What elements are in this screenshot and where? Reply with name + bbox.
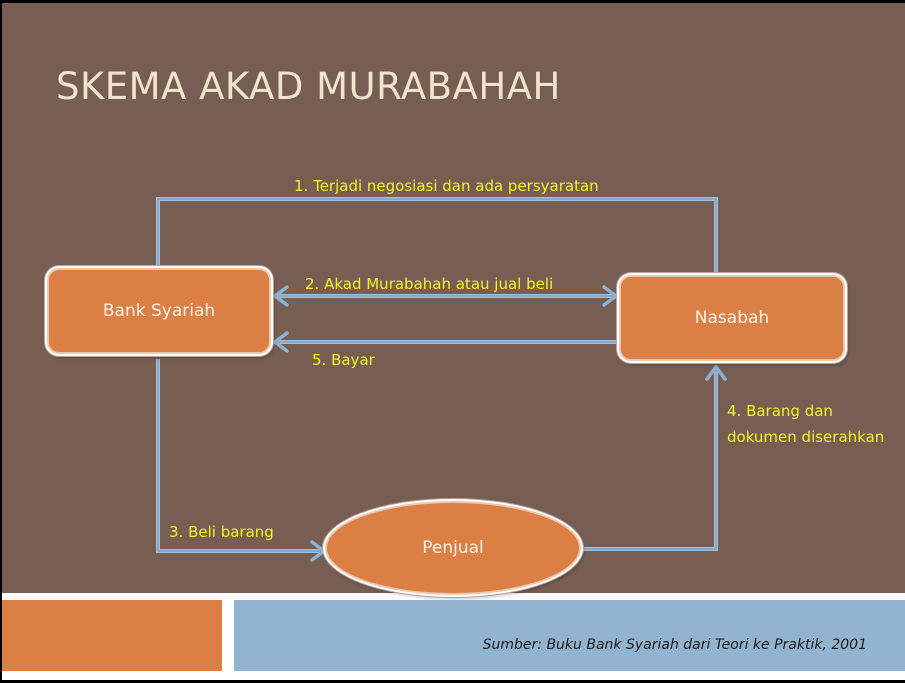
- node-bank-syariah: Bank Syariah: [47, 268, 271, 354]
- node-penjual-label: Penjual: [422, 538, 484, 558]
- edge-3-label: 3. Beli barang: [169, 523, 274, 541]
- edge-3-beli-barang: [156, 359, 326, 562]
- edge-1-label: 1. Terjadi negosiasi dan ada persyaratan: [294, 177, 599, 195]
- node-nasabah-label: Nasabah: [694, 308, 770, 328]
- diagram-connectors: [156, 197, 727, 562]
- edge-1-negosiasi: [156, 197, 718, 273]
- footer-orange-block: [2, 600, 222, 671]
- edge-5-bayar: [273, 331, 618, 353]
- edge-2-label: 2. Akad Murabahah atau jual beli: [305, 275, 554, 293]
- edge-4-barang-diserahkan: [582, 365, 727, 551]
- edge-5-label: 5. Bayar: [312, 351, 375, 369]
- source-citation: Sumber: Buku Bank Syariah dari Teori ke …: [482, 637, 867, 653]
- node-penjual: Penjual: [325, 501, 581, 595]
- footer-blue-block: [234, 600, 905, 671]
- node-nasabah: Nasabah: [619, 275, 845, 361]
- slide-title: SKEMA AKAD MURABAHAH: [56, 65, 561, 108]
- node-bank-syariah-label: Bank Syariah: [102, 301, 216, 321]
- edge-4-label-line1: 4. Barang dan: [727, 402, 833, 420]
- edge-2-akad: [273, 285, 618, 307]
- edge-4-label-line2: dokumen diserahkan: [727, 428, 885, 446]
- slide: SKEMA AKAD MURABAHAH: [2, 3, 905, 680]
